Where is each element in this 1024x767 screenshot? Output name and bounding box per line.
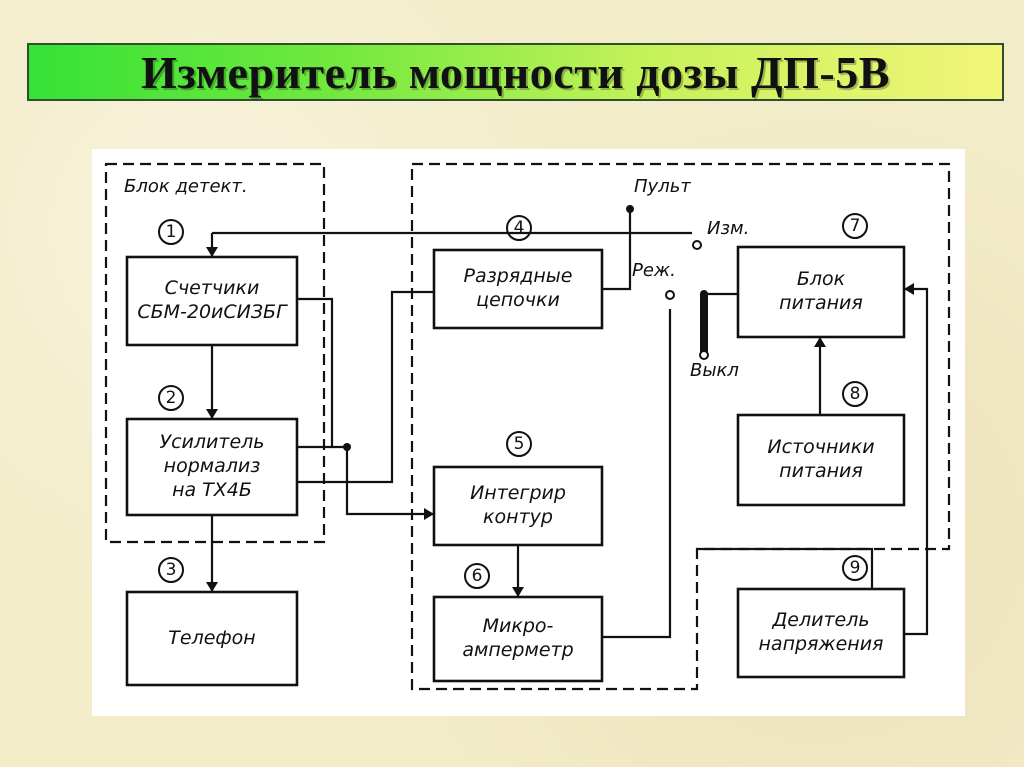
block-2-number: 2 bbox=[158, 385, 184, 411]
switch-measure-label: Изм. bbox=[707, 218, 750, 239]
block-5-number: 5 bbox=[506, 431, 532, 457]
wire-9-to-7 bbox=[904, 287, 929, 636]
block-1-number: 1 bbox=[158, 219, 184, 245]
block-8-number: 8 bbox=[842, 381, 868, 407]
page-title: Измеритель мощности дозы ДП-5В bbox=[141, 46, 890, 98]
wire-9-return bbox=[697, 547, 874, 589]
block-6-number: 6 bbox=[464, 563, 490, 589]
detector-group-frame bbox=[104, 162, 326, 544]
block-1-counters: Счетчики СБМ-20иСИЗБГ bbox=[137, 277, 287, 323]
diagram-drawing bbox=[104, 162, 951, 691]
block-2-amplifier: Усилитель нормализ на ТХ4Б bbox=[159, 431, 265, 501]
block-7-number: 7 bbox=[842, 213, 868, 239]
wire-6-to-mode bbox=[602, 309, 672, 639]
switch-off-label: Выкл bbox=[690, 360, 739, 381]
block-diagram: Блок детект. Пульт Изм. Реж. Выкл 1 2 3 … bbox=[92, 149, 965, 716]
switch-mode-label: Реж. bbox=[632, 260, 676, 281]
title-banner: Измеритель мощности дозы ДП-5В bbox=[27, 43, 1004, 101]
wire-4-to-switch bbox=[602, 209, 632, 291]
block-8-power-sources: Источники питания bbox=[767, 436, 875, 482]
block-6-microammeter: Микро- амперметр bbox=[462, 615, 574, 661]
block-3-number: 3 bbox=[158, 557, 184, 583]
wire-2-to-4 bbox=[297, 290, 434, 484]
block-4-number: 4 bbox=[506, 215, 532, 241]
block-3-telephone: Телефон bbox=[168, 626, 256, 649]
block-9-number: 9 bbox=[842, 555, 868, 581]
block-7-power-unit: Блок питания bbox=[779, 268, 863, 314]
wire-1-out bbox=[297, 297, 334, 449]
block-9-voltage-divider: Делитель напряжения bbox=[758, 609, 884, 655]
block-4-discharge-chains: Разрядные цепочки bbox=[463, 265, 573, 311]
block-5-integrating-circuit: Интегрир контур bbox=[470, 482, 566, 528]
detector-group-label: Блок детект. bbox=[124, 176, 248, 197]
wire-2-to-5 bbox=[332, 445, 434, 516]
console-group-label: Пульт bbox=[634, 176, 691, 197]
